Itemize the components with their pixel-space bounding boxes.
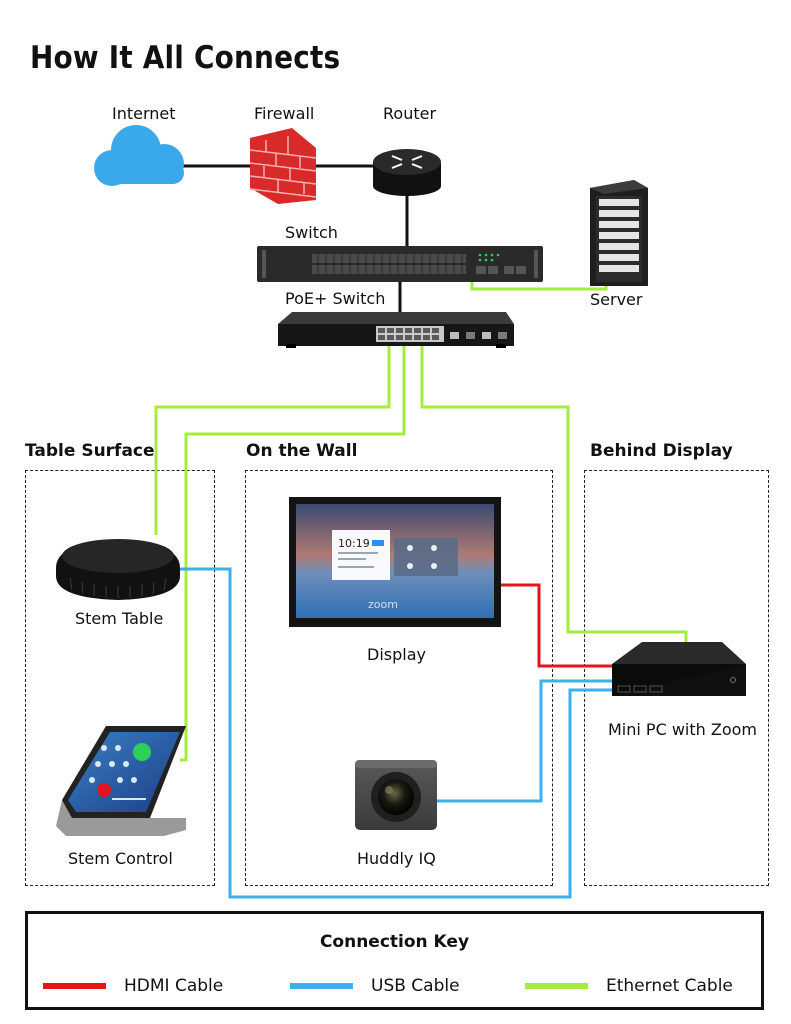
stem-control-icon bbox=[56, 726, 186, 836]
key-label-usb: USB Cable bbox=[371, 976, 460, 996]
zone-table-surface bbox=[25, 470, 215, 886]
label-firewall: Firewall bbox=[254, 104, 315, 123]
display-icon: 10:19 zoom bbox=[289, 497, 501, 627]
firewall-icon bbox=[249, 128, 317, 204]
cloud-icon bbox=[94, 125, 184, 186]
label-mini-pc: Mini PC with Zoom bbox=[608, 720, 757, 739]
router-icon bbox=[373, 149, 441, 196]
page-title: How It All Connects bbox=[30, 40, 341, 76]
connection-key-title: Connection Key bbox=[319, 932, 470, 952]
stem-table-icon bbox=[56, 539, 180, 600]
display-zoom-logo: zoom bbox=[368, 598, 398, 611]
label-poe-switch: PoE+ Switch bbox=[285, 289, 386, 308]
label-switch: Switch bbox=[285, 223, 338, 242]
key-swatch-ethernet bbox=[525, 983, 588, 989]
label-stem-table: Stem Table bbox=[75, 609, 164, 628]
key-swatch-hdmi bbox=[43, 983, 106, 989]
network-backbone-lines bbox=[180, 164, 409, 312]
key-label-ethernet: Ethernet Cable bbox=[606, 976, 733, 996]
key-label-hdmi: HDMI Cable bbox=[124, 976, 224, 996]
display-clock: 10:19 bbox=[338, 537, 370, 550]
zone-title-table-surface: Table Surface bbox=[25, 441, 155, 461]
switch-icon bbox=[257, 246, 543, 282]
key-item-ethernet: Ethernet Cable bbox=[525, 976, 733, 996]
label-internet: Internet bbox=[112, 104, 176, 123]
connection-key: Connection Key HDMI Cable USB Cable Ethe… bbox=[25, 911, 764, 1010]
label-router: Router bbox=[383, 104, 437, 123]
mini-pc-icon bbox=[612, 642, 746, 696]
zone-on-the-wall bbox=[245, 470, 553, 886]
key-item-usb: USB Cable bbox=[290, 976, 460, 996]
label-display: Display bbox=[367, 645, 426, 664]
key-item-hdmi: HDMI Cable bbox=[43, 976, 223, 996]
usb-cables bbox=[180, 567, 616, 899]
huddly-camera-icon bbox=[355, 760, 437, 830]
zone-behind-display bbox=[584, 470, 769, 886]
key-swatch-usb bbox=[290, 983, 353, 989]
poe-switch-icon bbox=[278, 312, 514, 348]
label-huddly: Huddly IQ bbox=[357, 849, 436, 868]
zone-title-behind-display: Behind Display bbox=[590, 441, 733, 461]
zone-title-on-the-wall: On the Wall bbox=[246, 441, 358, 461]
server-icon bbox=[590, 180, 648, 286]
label-stem-control: Stem Control bbox=[68, 849, 173, 868]
label-server: Server bbox=[590, 290, 643, 309]
hdmi-cables bbox=[498, 583, 616, 668]
